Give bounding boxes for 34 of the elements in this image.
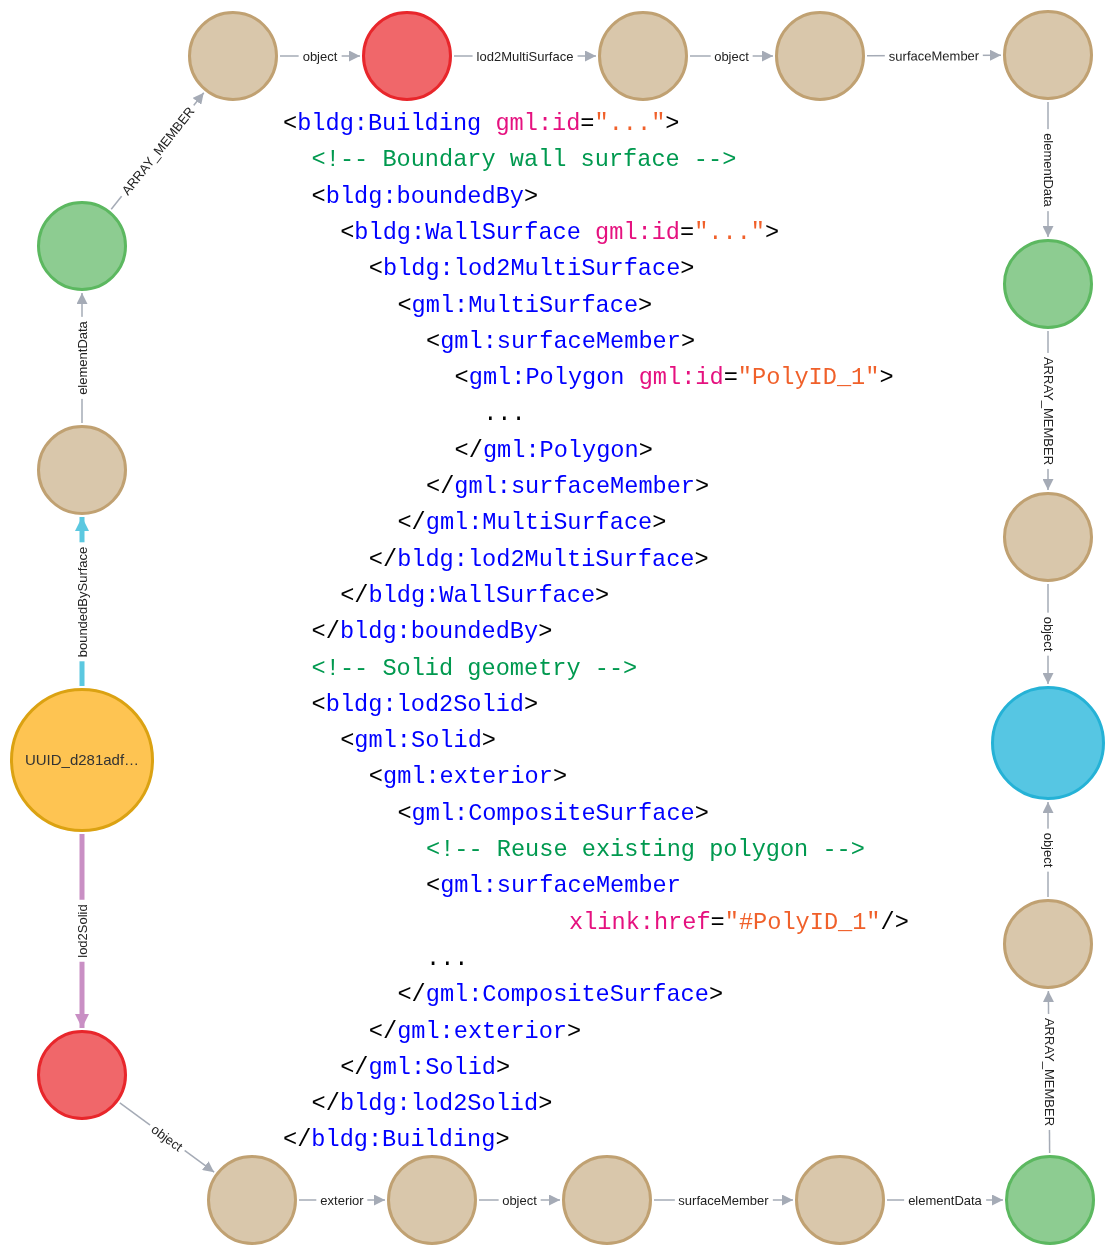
code-line: ... [426,943,469,974]
edge-label: ARRAY_MEMBER [1041,1013,1057,1131]
code-line: <bldg:WallSurface gml:id="..."> [340,217,780,248]
code-line: </bldg:Building> [283,1125,510,1156]
code-line: <bldg:lod2MultiSurface> [368,254,695,285]
code-line: <!-- Reuse existing polygon --> [426,835,865,865]
code-line: </gml:Solid> [340,1052,511,1083]
code-line: </bldg:boundedBy> [311,617,553,648]
code-line: </gml:exterior> [368,1016,582,1047]
code-line: <bldg:Building gml:id="..."> [283,109,680,139]
edge-label: object [1040,612,1056,656]
code-line: </bldg:lod2MultiSurface> [368,544,709,575]
node-label: UUID_d281adf… [24,749,140,770]
code-line: </bldg:lod2Solid> [311,1089,553,1120]
code-line: <gml:CompositeSurface> [397,798,709,829]
code-line: <gml:Solid> [340,726,496,757]
code-line: </gml:MultiSurface> [397,508,667,539]
edge-label: ARRAY_MEMBER [1040,352,1056,469]
code-line: </bldg:WallSurface> [340,580,610,611]
code-line: <gml:surfaceMember [426,871,681,902]
code-line: </gml:surfaceMember> [426,472,710,502]
code-line: <!-- Solid geometry --> [311,653,638,684]
code-line: <gml:surfaceMember> [426,326,696,357]
code-line: ... [483,399,526,430]
code-line: <gml:exterior> [368,762,568,793]
code-line: <gml:Polygon gml:id="PolyID_1"> [454,363,894,394]
code-line: xlink:href="#PolyID_1"/> [569,907,909,938]
code-line: <!-- Boundary wall surface --> [311,145,737,176]
code-line: <bldg:boundedBy> [311,181,539,212]
code-line: <bldg:lod2Solid> [311,689,539,720]
code-line: </gml:Polygon> [454,435,653,466]
edge-label: object [1040,828,1056,871]
code-line: </gml:CompositeSurface> [397,980,724,1011]
code-line: <gml:MultiSurface> [397,290,653,321]
